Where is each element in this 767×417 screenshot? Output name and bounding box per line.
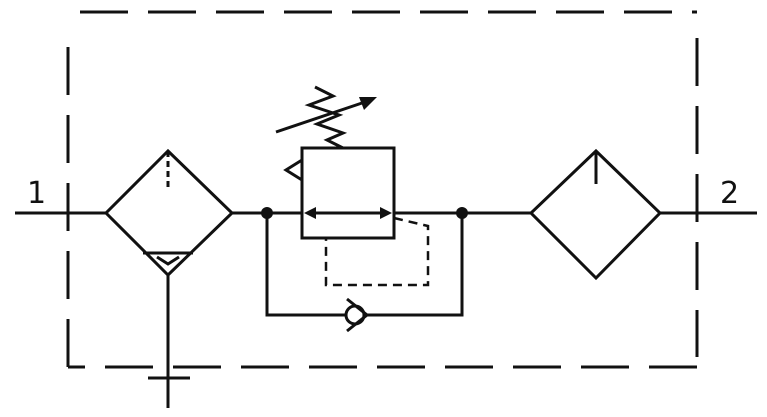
port-label-inlet: 1 [27, 176, 46, 211]
bypass-check-valve [265, 213, 464, 333]
regulator-body [300, 146, 396, 240]
bypass-line [265, 213, 464, 317]
flow-arrow-right [380, 207, 392, 219]
adjustable-arrow-head [359, 97, 377, 110]
flow-arrow-left [304, 207, 316, 219]
pressure-regulator [275, 85, 396, 240]
adjustable-arrow [275, 100, 366, 134]
pilot-notch [283, 158, 303, 182]
check-valve-seat [346, 297, 370, 333]
regulator-spring [304, 85, 348, 150]
lubricator-diamond [528, 148, 663, 281]
assembly-boundary [66, 10, 699, 369]
filter-with-drain [103, 148, 235, 408]
port-label-outlet: 2 [720, 176, 739, 211]
drain-valve [156, 255, 180, 266]
pilot-line [324, 216, 430, 287]
filter-diamond [103, 148, 235, 278]
lubricator [528, 148, 663, 281]
